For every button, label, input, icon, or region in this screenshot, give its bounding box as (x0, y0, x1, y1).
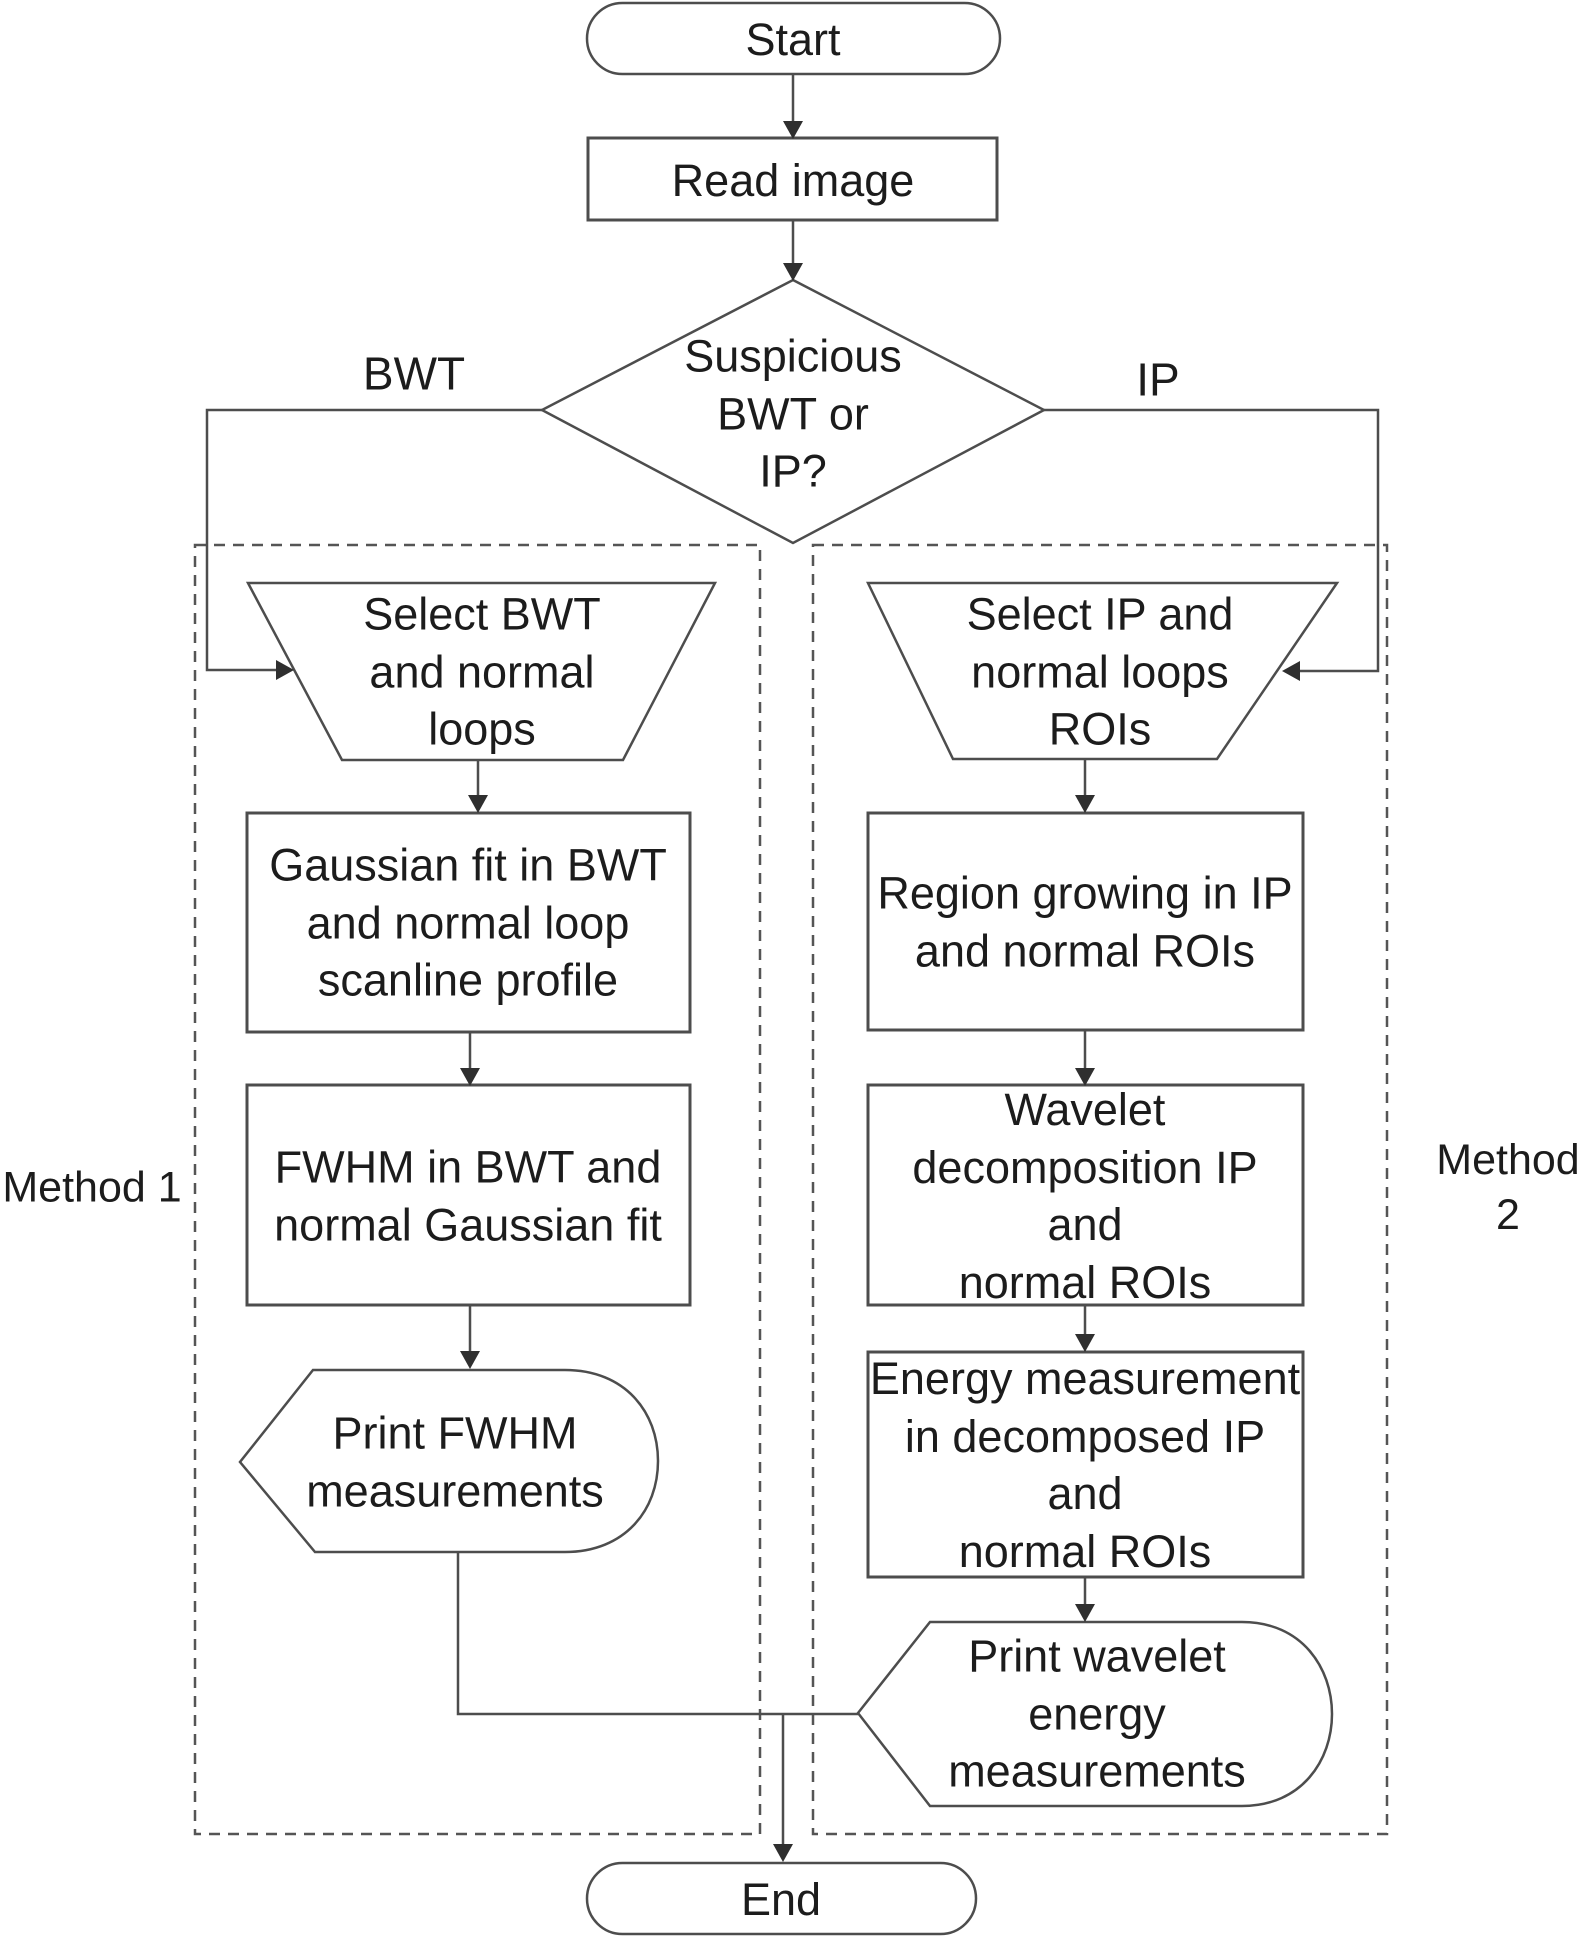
decision-label: Suspicious BWT or IP? (684, 330, 902, 497)
arrowhead-into-wavelet (1075, 1068, 1095, 1086)
print-wavelet-display-shape (856, 1620, 1334, 1808)
method2-group-label: Method 2 (1436, 1135, 1580, 1239)
arrowhead-into-gaussian (468, 795, 488, 813)
read-image-box (586, 136, 999, 222)
arrowhead-into-read (783, 121, 803, 139)
select-ip-label: Select IP and normal loops ROIs (966, 588, 1234, 755)
method1-dashed-frame (193, 543, 762, 1836)
arrowhead-into-end (773, 1844, 793, 1862)
method2-dashed-frame (811, 543, 1389, 1836)
region-growing-box (866, 811, 1305, 1032)
select-bwt-label: Select BWT and normal loops (363, 588, 601, 755)
edge-decision-ip-branch (1044, 408, 1380, 673)
arrowhead-into-fwhm (460, 1068, 480, 1086)
arrowhead-into-selectbwt (276, 660, 294, 680)
branch-label-bwt: BWT (362, 347, 466, 400)
energy-measurement-box (866, 1350, 1305, 1579)
print-fwhm-display-shape (238, 1368, 660, 1554)
decision-diamond (539, 278, 1047, 545)
connector-lines (205, 74, 1380, 1847)
end-terminator-shape (585, 1861, 978, 1936)
region-growing-label: Region growing in IP and normal ROIs (877, 867, 1293, 976)
select-ip-trapezoid (866, 581, 1340, 761)
print-wavelet-label: Print wavelet energy measurements (948, 1630, 1246, 1797)
end-label: End (740, 1874, 822, 1926)
print-fwhm-label: Print FWHM measurements (306, 1407, 604, 1516)
arrowhead-into-region (1075, 795, 1095, 813)
method1-group-label: Method 1 (2, 1163, 182, 1212)
arrowhead-into-printfwhm (460, 1351, 480, 1369)
arrowhead-into-selectip (1282, 661, 1300, 681)
arrowhead-into-energy (1075, 1334, 1095, 1352)
arrowhead-into-decision (783, 263, 803, 281)
gaussian-fit-label: Gaussian fit in BWT and normal loop scan… (269, 839, 667, 1006)
fwhm-label: FWHM in BWT and normal Gaussian fit (274, 1141, 662, 1250)
branch-label-ip: IP (1136, 353, 1180, 406)
wavelet-decomposition-label: Wavelet decomposition IP and normal ROIs (912, 1083, 1258, 1308)
arrowheads (276, 121, 1300, 1862)
start-label: Start (745, 14, 841, 66)
edge-printfwhm-merge (456, 1552, 858, 1716)
energy-measurement-label: Energy measurement in decomposed IP and … (869, 1352, 1301, 1577)
select-bwt-trapezoid (245, 581, 718, 762)
arrowhead-into-printwavelet (1075, 1604, 1095, 1622)
fwhm-box (245, 1083, 692, 1307)
edge-decision-bwt-branch (205, 408, 542, 672)
read-image-label: Read image (671, 155, 915, 207)
gaussian-fit-box (245, 811, 692, 1034)
